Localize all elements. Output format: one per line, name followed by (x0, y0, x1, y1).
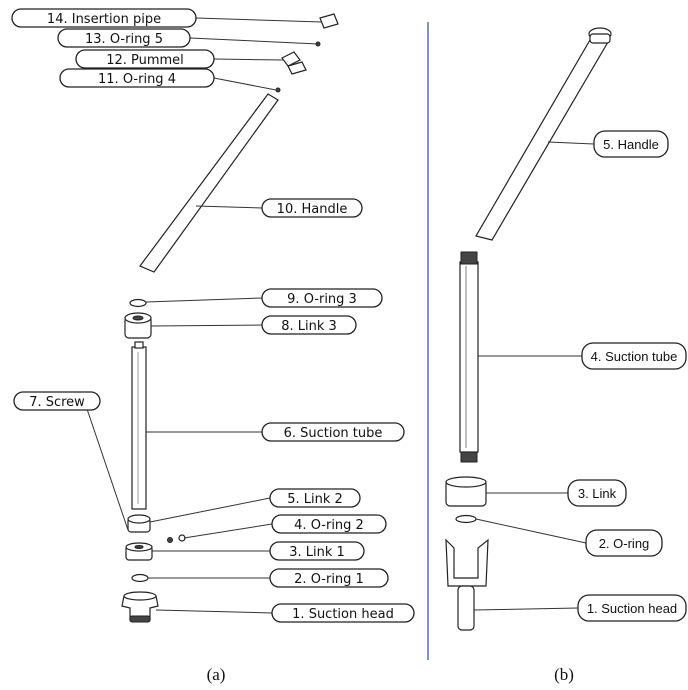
callout-link-1-text: 3. Link 1 (289, 545, 345, 560)
callout-suction-head-text: 1. Suction head (292, 607, 394, 622)
part-o-ring-3 (129, 298, 147, 308)
part-b-link-top (445, 476, 487, 488)
panel-b-labels: 5. Handle 4. Suction tube 3. Link 2. O-r… (567, 130, 687, 622)
panel-b-parts (445, 27, 612, 631)
part-link-2-top (127, 514, 151, 524)
callout-suction-tube-text: 6. Suction tube (284, 426, 383, 441)
part-suction-head-rim (123, 591, 157, 601)
callout-b-suction-tube: 4. Suction tube (581, 342, 687, 370)
callout-insertion-pipe: 14. Insertion pipe (11, 8, 197, 28)
part-screw (167, 537, 173, 543)
panel-a-caption: (a) (207, 665, 226, 684)
callout-b-o-ring: 2. O-ring (585, 529, 663, 557)
callout-insertion-pipe-text: 14. Insertion pipe (47, 12, 161, 27)
callout-o-ring-3: 9. O-ring 3 (261, 288, 383, 308)
panel-a-labels: 14. Insertion pipe 13. O-ring 5 12. Pumm… (11, 8, 415, 623)
panel-b-caption: (b) (554, 665, 574, 684)
callout-o-ring-4-text: 11. O-ring 4 (98, 72, 176, 87)
callout-b-suction-tube-text: 4. Suction tube (591, 349, 678, 364)
callout-suction-head: 1. Suction head (271, 603, 415, 623)
part-b-suction-head-cup (445, 538, 489, 587)
callout-pummel: 12. Pummel (75, 49, 215, 69)
part-link-3-bore (132, 315, 144, 321)
part-pummel-top (281, 51, 301, 67)
callout-o-ring-3-text: 9. O-ring 3 (287, 292, 357, 307)
part-link-1-bore (134, 545, 144, 549)
part-handle (139, 93, 279, 273)
part-b-suction-head-stem (457, 585, 475, 631)
callout-link-2: 5. Link 2 (269, 488, 361, 508)
part-suction-head-base (129, 615, 151, 623)
callout-b-suction-head: 1. Suction head (577, 594, 687, 622)
callout-o-ring-1-text: 2. O-ring 1 (294, 572, 364, 587)
part-o-ring-4 (275, 87, 281, 93)
callout-handle-text: 10. Handle (277, 202, 348, 217)
callout-pummel-text: 12. Pummel (106, 53, 184, 68)
part-b-suction-tube-thread-top (460, 251, 478, 265)
callout-b-handle-text: 5. Handle (603, 137, 659, 152)
part-b-suction-tube (459, 261, 479, 453)
callout-b-handle: 5. Handle (593, 130, 669, 158)
panel-a-parts (121, 13, 339, 623)
callout-o-ring-5-text: 13. O-ring 5 (85, 32, 163, 47)
callout-o-ring-2: 4. O-ring 2 (271, 514, 387, 534)
part-insertion-pipe (319, 13, 339, 29)
callout-o-ring-4: 11. O-ring 4 (59, 68, 215, 88)
callout-o-ring-5: 13. O-ring 5 (57, 28, 191, 48)
part-suction-tube-cap (134, 341, 144, 349)
part-b-o-ring (455, 514, 477, 524)
callout-screw: 7. Screw (13, 391, 101, 411)
callout-o-ring-1: 2. O-ring 1 (269, 568, 389, 588)
callout-b-suction-head-text: 1. Suction head (587, 601, 677, 616)
callout-handle: 10. Handle (261, 198, 363, 218)
callout-b-o-ring-text: 2. O-ring (599, 536, 650, 551)
part-b-handle (475, 39, 609, 241)
part-o-ring-1 (131, 573, 149, 583)
callout-link-1: 3. Link 1 (269, 541, 365, 561)
callout-link-3-text: 8. Link 3 (281, 319, 337, 334)
callout-b-link: 3. Link (567, 479, 627, 507)
part-b-handle-cap-body (589, 33, 611, 44)
callout-b-link-text: 3. Link (578, 486, 617, 501)
part-suction-tube (131, 346, 147, 510)
panel-b-leaders (473, 141, 595, 611)
callout-link-2-text: 5. Link 2 (287, 492, 343, 507)
callout-suction-tube: 6. Suction tube (261, 422, 405, 442)
part-pummel-bottom (287, 61, 307, 75)
panel-a-leaders (85, 17, 323, 614)
part-b-suction-tube-thread-bottom (460, 451, 478, 463)
callout-link-3: 8. Link 3 (261, 315, 357, 335)
callout-o-ring-2-text: 4. O-ring 2 (294, 518, 364, 533)
callout-screw-text: 7. Screw (29, 395, 85, 410)
